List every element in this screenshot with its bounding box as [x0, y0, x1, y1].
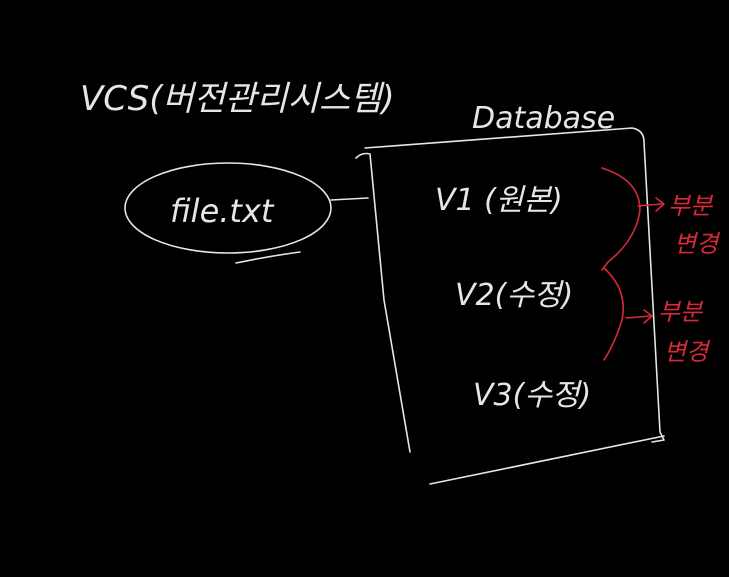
diagram-title: VCS(버전관리시스템) [80, 79, 395, 119]
version-2-label: V2(수정) [455, 278, 573, 313]
file-ellipse [124, 162, 332, 254]
change-arrow-2-head [643, 309, 653, 324]
change-arrow-1-line [637, 203, 663, 207]
change-arrow-1-head [655, 197, 665, 212]
database-box-bottom [429, 435, 665, 485]
change-note-2-line1: 부분 [658, 298, 704, 326]
database-box-top-right [364, 127, 665, 443]
change-note-1-line2: 변경 [674, 230, 721, 258]
version-3-label: V3(수정) [473, 378, 591, 413]
change-brace-2 [603, 267, 624, 361]
version-1-label: V1 (원본) [435, 183, 563, 218]
change-arrow-2-line [625, 315, 651, 319]
database-box [355, 127, 665, 485]
change-arrow-1 [637, 197, 665, 212]
change-note-1-line1: 부분 [668, 192, 714, 220]
database-box-left [355, 152, 411, 453]
change-brace-1 [601, 167, 641, 271]
database-label: Database [472, 101, 615, 136]
file-to-database-connector [330, 197, 369, 201]
change-arrow-2 [625, 309, 653, 324]
change-note-2-line2: 변경 [664, 338, 711, 366]
file-label: file.txt [170, 192, 275, 230]
file-ellipse-tail [235, 251, 301, 264]
file-node: file.txt [124, 162, 332, 264]
